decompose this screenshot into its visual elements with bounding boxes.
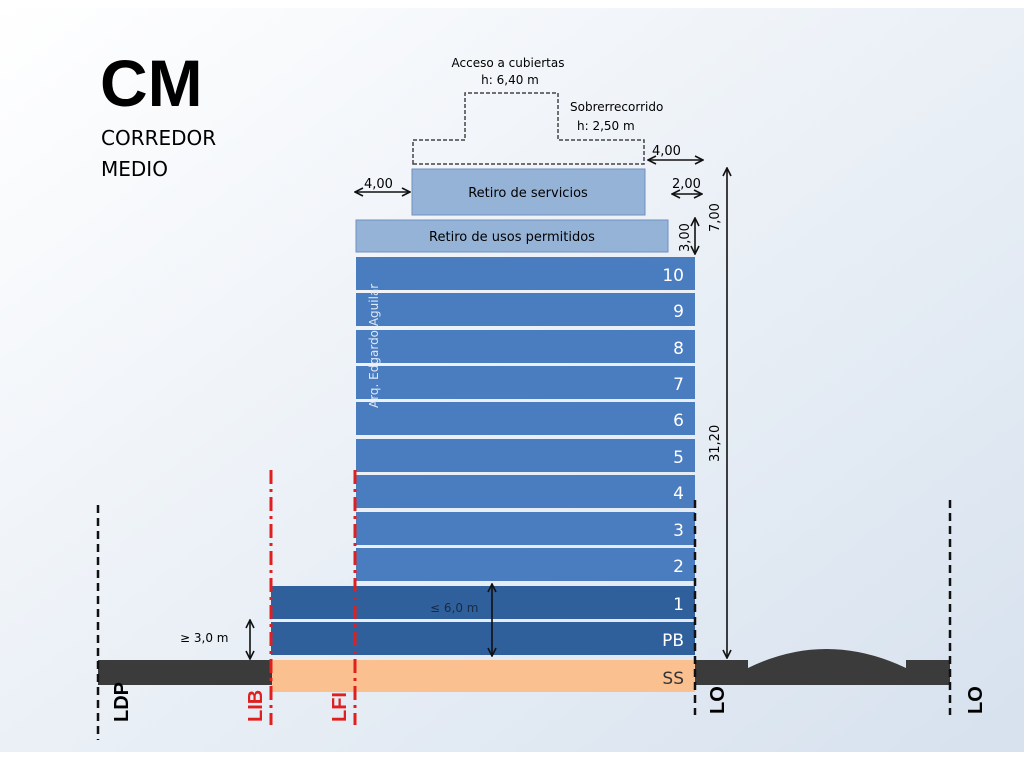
floor-label: 8 [673, 339, 684, 359]
dim-right-2: 2,00 [672, 177, 701, 192]
acceso-height: h: 6,40 m [481, 73, 539, 87]
floor-label: 1 [673, 595, 684, 615]
floor-label: 3 [673, 521, 684, 541]
sobre-label: Sobrerrecorrido [570, 100, 663, 114]
floor-ss [271, 660, 695, 692]
ldp-label: LDP [111, 682, 133, 722]
acceso-label: Acceso a cubiertas [452, 56, 565, 70]
floor-label: 7 [673, 375, 684, 395]
retiro-usos-block [355, 219, 669, 253]
floor-label: 6 [673, 411, 684, 431]
floor-label: 5 [673, 448, 684, 468]
floor-2 [356, 548, 695, 581]
retiro-servicios-block [411, 168, 646, 216]
lo-label-2: LO [965, 686, 987, 714]
dim-max-6: ≤ 6,0 m [430, 601, 478, 615]
ground-left [98, 660, 272, 685]
retiro-usos-label: Retiro de usos permitidos [429, 230, 595, 245]
roof-access-outline [412, 92, 645, 165]
floor-4 [356, 475, 695, 508]
lib-label: LIB [245, 690, 267, 722]
lfi-label: LFI [329, 692, 351, 722]
dim-31: 31,20 [708, 425, 723, 462]
floor-pb [271, 622, 695, 655]
title-line2: MEDIO [101, 157, 168, 181]
floor-6 [356, 402, 695, 435]
floor-3 [356, 512, 695, 545]
floor-label: 2 [673, 557, 684, 577]
sobre-height: h: 2,50 m [577, 119, 635, 133]
title-line1: CORREDOR [101, 126, 216, 150]
dim-min-3: ≥ 3,0 m [180, 631, 228, 645]
street-profile [695, 649, 950, 685]
floor-9 [356, 293, 695, 326]
floor-label: 9 [673, 302, 684, 322]
retiro-servicios-label: Retiro de servicios [468, 186, 588, 201]
floor-label: SS [662, 669, 684, 689]
floor-label: 4 [673, 484, 684, 504]
floors: 10 9 8 7 6 5 4 3 2 1PB SS [271, 257, 695, 692]
floor-label: 10 [662, 266, 684, 286]
floor-label: PB [662, 631, 684, 651]
dim-3: 3,00 [678, 223, 693, 252]
floor-7 [356, 366, 695, 399]
floor-8 [356, 330, 695, 363]
dim-7: 7,00 [708, 203, 723, 232]
floor-10 [356, 257, 695, 290]
dim-left-4: 4,00 [364, 177, 393, 192]
floor-5 [356, 439, 695, 472]
dim-right-4: 4,00 [652, 144, 681, 159]
title-code: CM [100, 46, 203, 120]
floor-1 [271, 586, 695, 619]
lo-label-1: LO [707, 686, 729, 714]
watermark: Arq. Edgardo Aguilar [367, 284, 381, 408]
